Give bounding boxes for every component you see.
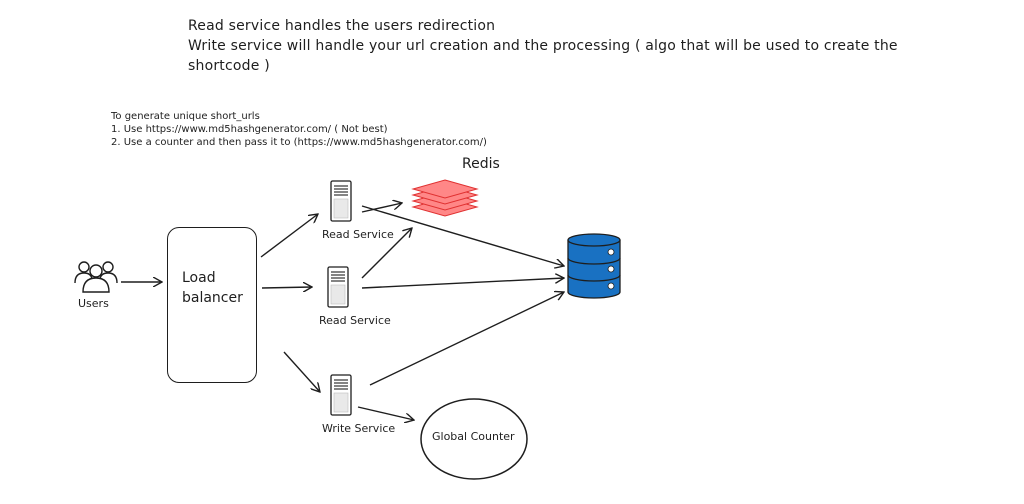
global-counter-ellipse	[420, 398, 528, 480]
load-balancer-label: Load balancer	[182, 270, 243, 306]
server-icon	[330, 374, 352, 416]
redis-label: Redis	[462, 156, 500, 172]
global-counter-label: Global Counter	[432, 430, 515, 443]
users-label: Users	[78, 297, 109, 310]
users-group-icon	[74, 261, 118, 293]
note-read-service: Read service handles the users redirecti…	[188, 18, 496, 34]
note-generate-title: To generate unique short_urls	[111, 111, 260, 122]
arrow-lb-to-read-1	[260, 214, 318, 258]
arrow-read-2-to-redis	[361, 228, 412, 279]
arrow-read-1-to-redis	[361, 203, 402, 213]
server-icon	[330, 180, 352, 222]
note-generate-item-1: 1. Use https://www.md5hashgenerator.com/…	[111, 124, 388, 135]
read-service-2-label: Read Service	[319, 314, 391, 327]
server-icon	[327, 266, 349, 308]
read-service-1-label: Read Service	[322, 228, 394, 241]
arrow-lb-to-write	[283, 351, 320, 392]
arrow-read-1-to-db	[361, 205, 564, 266]
layers-stack-icon	[411, 179, 479, 217]
arrow-write-to-counter	[357, 406, 414, 420]
arrow-write-to-db	[369, 292, 564, 386]
note-write-service: Write service will handle your url creat…	[188, 38, 898, 54]
arrow-read-2-to-db	[361, 278, 564, 289]
load-balancer: Load balancer	[167, 227, 257, 383]
note-generate-item-2: 2. Use a counter and then pass it to (ht…	[111, 137, 487, 148]
note-shortcode: shortcode )	[188, 58, 270, 74]
arrow-lb-to-read-2	[261, 287, 312, 288]
database-icon	[567, 233, 621, 299]
write-service-label: Write Service	[322, 422, 396, 435]
